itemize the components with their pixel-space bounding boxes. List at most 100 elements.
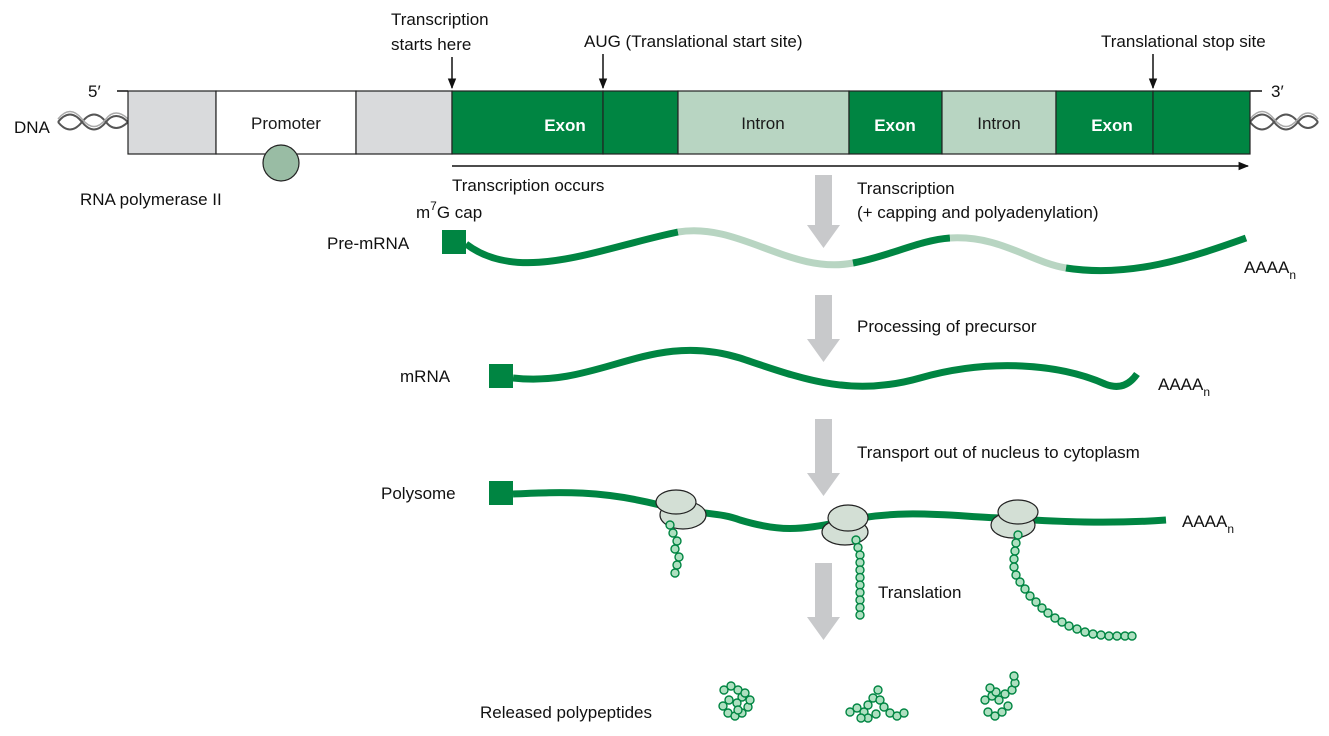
amino-acid-bead	[875, 695, 885, 705]
dna-row: DNA 5′ 3′ Promoter Exon Intron	[14, 10, 1319, 209]
amino-acid-bead	[745, 695, 755, 705]
amino-acid-bead	[718, 701, 728, 711]
released-polypeptide-2	[845, 685, 909, 723]
pre-mrna-intron-1	[677, 227, 854, 269]
ribosome-3	[990, 499, 1039, 539]
pre-mrna-exon-2	[852, 234, 951, 267]
amino-acid-bead	[855, 550, 865, 560]
mrna-label: mRNA	[400, 367, 451, 386]
amino-acid-bead	[855, 572, 865, 583]
exon-3b	[1152, 90, 1251, 155]
amino-acid-bead	[851, 535, 861, 545]
intron-1	[677, 90, 850, 155]
aug-label: AUG (Translational start site)	[584, 32, 803, 51]
amino-acid-bead	[852, 703, 862, 713]
5utr-region	[355, 90, 453, 155]
amino-acid-bead	[980, 695, 990, 705]
amino-acid-bead	[1037, 603, 1047, 613]
amino-acid-bead	[853, 542, 863, 553]
pre-mrna: Pre-mRNA m7G cap AAAAn	[327, 199, 1296, 282]
polysome-label: Polysome	[381, 484, 456, 503]
amino-acid-bead	[1050, 613, 1060, 623]
step-processing-label: Processing of precursor	[857, 317, 1037, 336]
pre-mrna-polya: AAAAn	[1244, 258, 1296, 282]
amino-acid-bead	[855, 610, 865, 620]
amino-acid-bead	[1015, 577, 1025, 587]
amino-acid-bead	[1080, 627, 1090, 637]
polypeptide-chain-2	[851, 535, 865, 620]
pre-mrna-exon-3	[1065, 234, 1248, 275]
amino-acid-bead	[997, 707, 1007, 717]
amino-acid-bead	[983, 707, 993, 717]
amino-acid-bead	[855, 580, 865, 590]
amino-acid-bead	[1003, 701, 1013, 711]
step-arrows	[807, 175, 840, 640]
amino-acid-bead	[990, 711, 1000, 721]
amino-acid-bead	[1011, 570, 1021, 580]
amino-acid-bead	[855, 557, 865, 568]
amino-acid-bead	[1020, 584, 1030, 594]
amino-acid-bead	[1010, 546, 1020, 556]
intron-label-1: Intron	[741, 114, 784, 133]
step-transcription-line2: (+ capping and polyadenylation)	[857, 203, 1098, 222]
transcription-start-line2: starts here	[391, 35, 471, 54]
released-polypeptide-1	[718, 681, 755, 721]
promoter-region	[215, 90, 357, 155]
amino-acid-bead	[719, 685, 729, 695]
pre-mrna-intron-2	[949, 234, 1067, 272]
promoter-label: Promoter	[251, 114, 321, 133]
step-transcription-line1: Transcription	[857, 179, 955, 198]
step-arrow-translation	[807, 563, 840, 640]
amino-acid-bead	[672, 536, 682, 546]
amino-acid-bead	[873, 685, 883, 695]
mrna-polya: AAAAn	[1158, 375, 1210, 399]
amino-acid-bead	[1127, 631, 1137, 641]
intron-label-2: Intron	[977, 114, 1020, 133]
released-polypeptides-label: Released polypeptides	[480, 703, 652, 722]
amino-acid-bead	[1096, 630, 1106, 640]
amino-acid-bead	[1009, 671, 1019, 681]
step-arrow-processing	[807, 295, 840, 362]
transcription-occurs-label: Transcription occurs	[452, 176, 604, 195]
amino-acid-bead	[1013, 530, 1023, 540]
step-translation-label: Translation	[878, 583, 961, 602]
cap-label: m7G cap	[416, 199, 482, 222]
amino-acid-bead	[1088, 629, 1098, 639]
transcription-start-line1: Transcription	[391, 10, 489, 29]
step-transport-label: Transport out of nucleus to cytoplasm	[857, 443, 1140, 462]
upstream-region	[127, 90, 217, 155]
amino-acid-bead	[670, 568, 680, 578]
amino-acid-bead	[1009, 562, 1019, 572]
pre-mrna-exon-1	[463, 228, 679, 267]
ribosome-1	[655, 489, 707, 530]
amino-acid-bead	[733, 705, 743, 715]
polypeptide-chain-1	[665, 520, 684, 578]
amino-acid-bead	[724, 695, 734, 705]
step-arrow-transport	[807, 419, 840, 496]
amino-acid-bead	[1000, 689, 1010, 699]
mrna-cap	[489, 364, 513, 388]
polypeptide-chain-3	[1009, 530, 1137, 641]
amino-acid-bead	[1057, 617, 1067, 627]
step-arrow-transcription	[807, 175, 840, 248]
amino-acid-bead	[1011, 538, 1021, 548]
exon-label-3: Exon	[1091, 116, 1133, 135]
amino-acid-bead	[845, 707, 855, 717]
pre-mrna-label: Pre-mRNA	[327, 234, 410, 253]
amino-acid-bead	[855, 587, 865, 598]
polysome-cap	[489, 481, 513, 505]
dna-helix-left	[57, 110, 129, 131]
amino-acid-bead	[674, 552, 684, 562]
rna-polymerase-label: RNA polymerase II	[80, 190, 222, 209]
amino-acid-bead	[670, 544, 680, 554]
exon-label-2: Exon	[874, 116, 916, 135]
released-polypeptides	[718, 671, 1020, 723]
amino-acid-bead	[985, 683, 995, 693]
amino-acid-bead	[1064, 621, 1074, 631]
pre-mrna-cap	[442, 230, 466, 254]
polysome-polya: AAAAn	[1182, 512, 1234, 536]
polysome: Polysome AAAAn	[381, 481, 1234, 641]
amino-acid-bead	[672, 560, 682, 570]
